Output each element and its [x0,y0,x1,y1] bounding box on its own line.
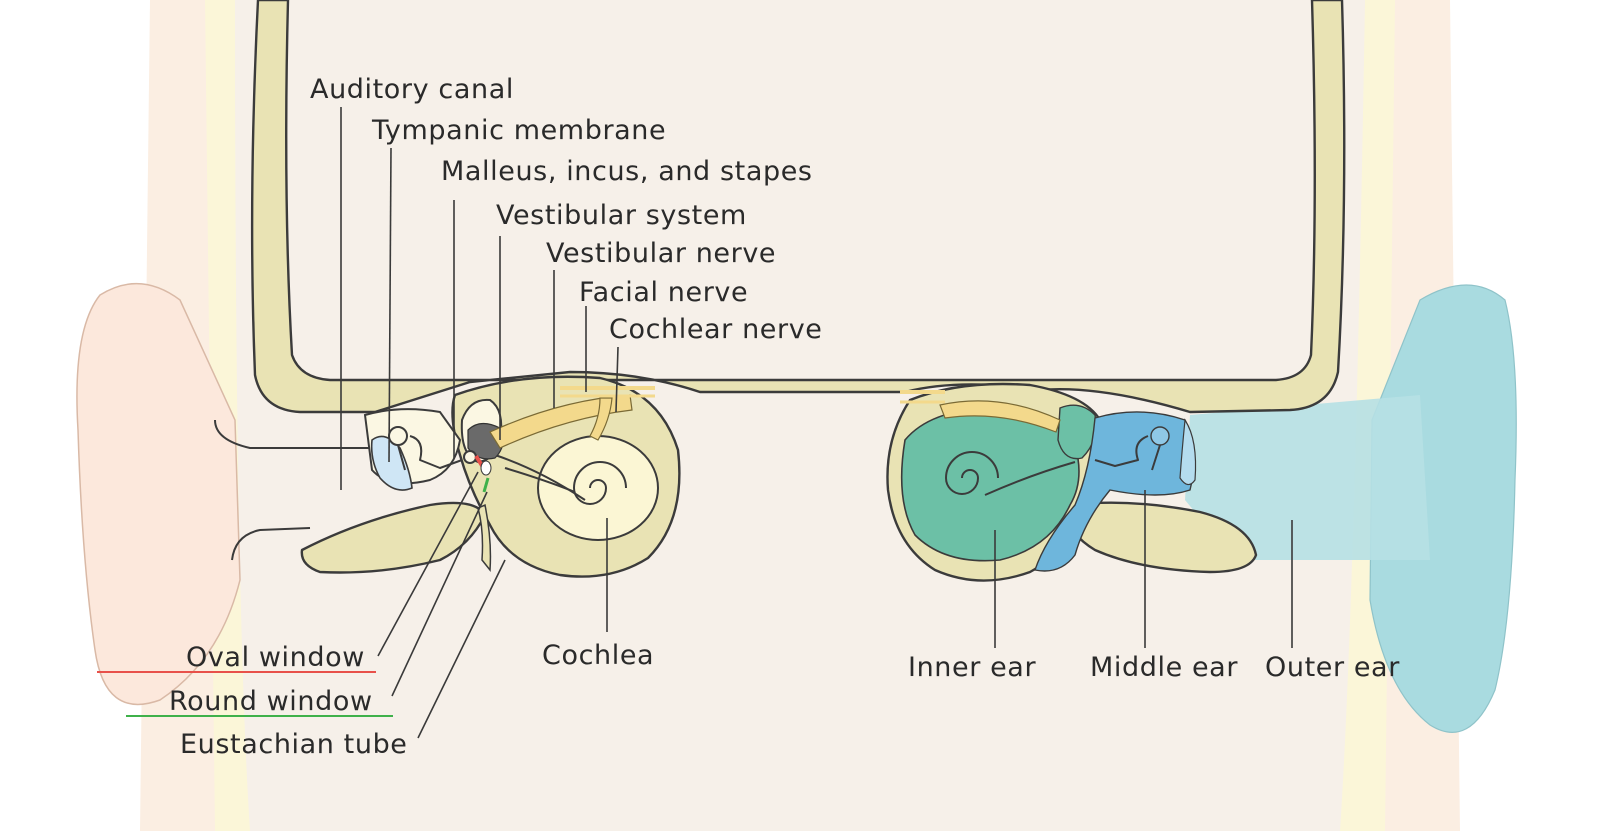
right-leader-lines [994,490,1293,648]
left-cochlea [537,435,659,541]
label-tympanic-membrane: Tympanic membrane [371,115,666,146]
label-round-window: Round window [169,686,373,717]
label-vestibular-nerve: Vestibular nerve [546,238,776,269]
left-auditory-canal-top [214,419,380,449]
skull-bone [250,0,1346,414]
right-temporal-bone [1067,501,1258,574]
round-window-marker [482,477,490,493]
left-eustachian-tube [477,503,492,572]
left-auditory-canal-wall [231,527,311,561]
label-cochlea: Cochlea [542,640,654,671]
label-oval-window: Oval window [186,642,365,673]
right-middle-ear [1034,411,1197,572]
left-nerve-bundle [489,394,633,449]
label-outer-ear: Outer ear [1265,652,1400,683]
left-temporal-bone [300,501,487,574]
label-ossicles: Malleus, incus, and stapes [441,156,813,187]
outer-ear-canal-region [1185,395,1430,560]
right-inner-ear [886,382,1102,582]
label-middle-ear: Middle ear [1090,652,1238,683]
label-cochlear-nerve: Cochlear nerve [609,314,822,345]
label-inner-ear: Inner ear [908,652,1036,683]
label-vestibular-system: Vestibular system [496,200,747,231]
label-eustachian-tube: Eustachian tube [180,729,408,760]
label-auditory-canal: Auditory canal [310,74,514,105]
left-leader-lines [97,107,619,739]
left-inner-ear [451,375,681,578]
label-facial-nerve: Facial nerve [579,277,748,308]
